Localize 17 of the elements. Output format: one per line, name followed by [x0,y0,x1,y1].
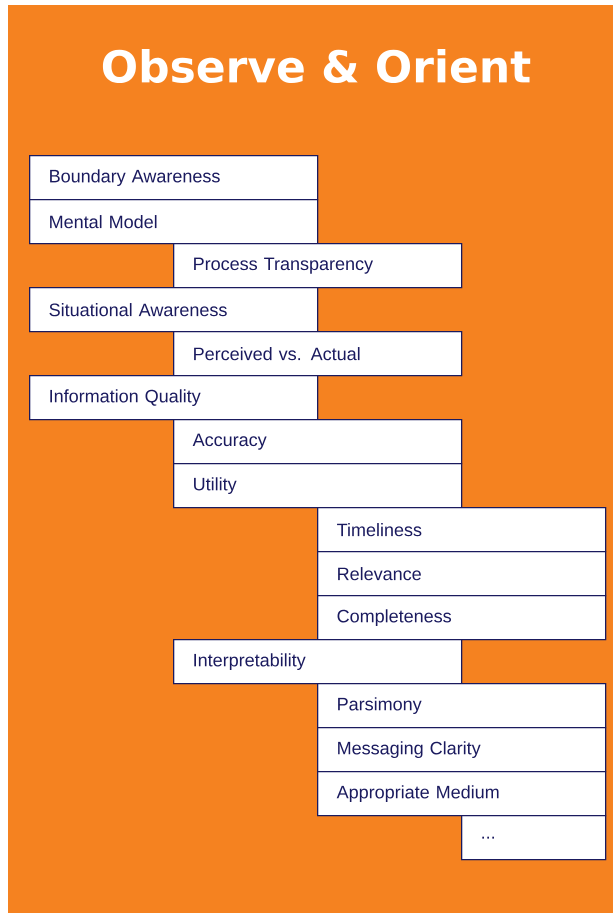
list-box: Interpretability [173,639,462,684]
list-box: Completeness [317,595,606,640]
list-box: Mental Model [29,199,318,244]
list-box: Appropriate Medium [317,771,606,816]
list-box: Messaging Clarity [317,727,606,772]
list-box: Boundary Awareness [29,155,318,200]
list-box: Utility [173,463,462,508]
title: Observe & Orient [102,49,530,84]
list-box: Perceived vs. Actual [173,331,462,376]
list-box: Accuracy [173,419,462,464]
list-box: Relevance [317,551,606,596]
list-box: Timeliness [317,507,606,552]
list-box: Parsimony [317,683,606,728]
list-box: Situational Awareness [29,287,318,332]
list-box: ... [461,815,606,860]
list-box: Process Transparency [173,243,462,288]
list-box: Information Quality [29,375,318,420]
